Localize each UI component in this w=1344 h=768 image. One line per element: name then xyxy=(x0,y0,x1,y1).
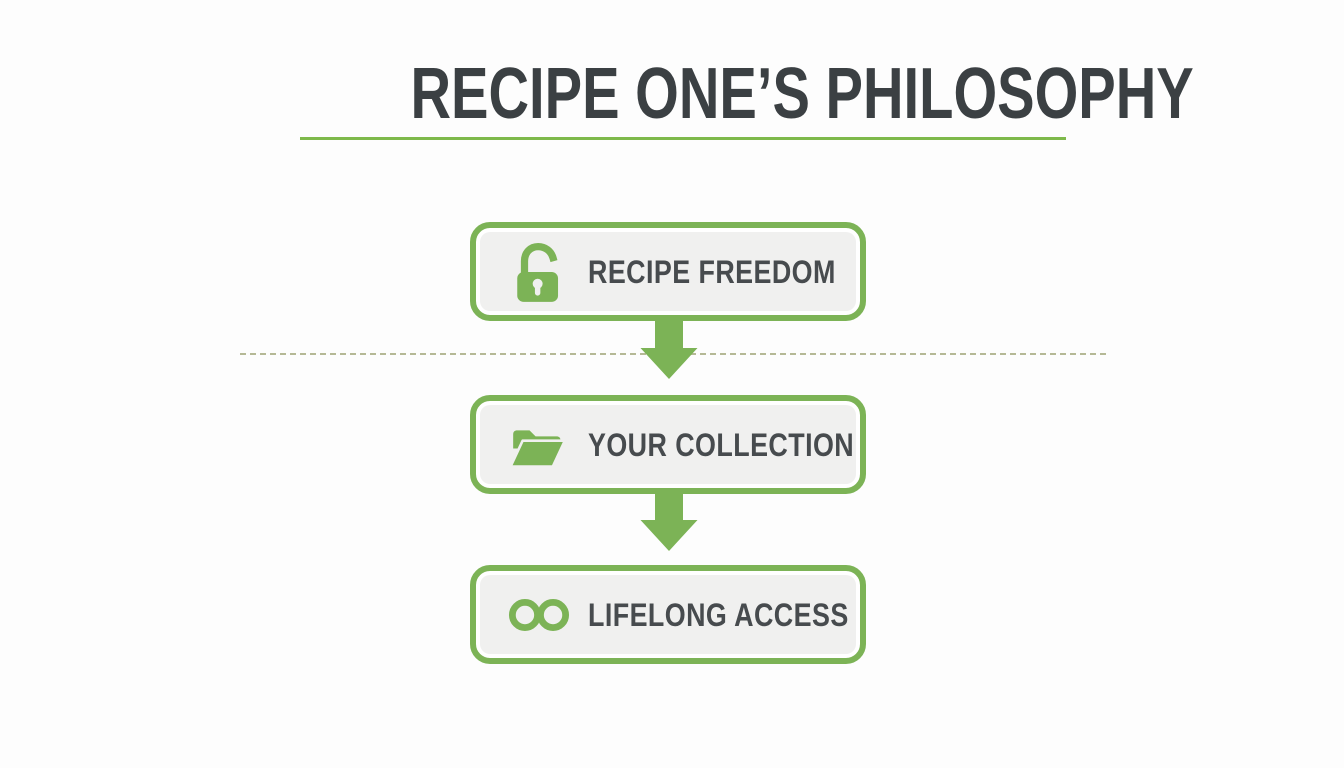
down-arrow-icon xyxy=(640,320,698,379)
step-box-your-collection: YOUR COLLECTION xyxy=(470,395,866,494)
title-underline xyxy=(300,137,1066,140)
page-title: RECIPE ONE’S PHILOSOPHY xyxy=(410,54,1194,134)
unlock-icon xyxy=(506,239,572,305)
step-label-lifelong-access: LIFELONG ACCESS xyxy=(588,596,849,633)
step-label-recipe-freedom: RECIPE FREEDOM xyxy=(588,253,836,290)
down-arrow-icon xyxy=(640,492,698,551)
infinity-icon xyxy=(506,595,572,635)
step-label-your-collection: YOUR COLLECTION xyxy=(588,426,855,463)
step-box-lifelong-access: LIFELONG ACCESS xyxy=(470,565,866,664)
header: RECIPE ONE’S PHILOSOPHY xyxy=(300,58,1193,130)
open-folder-icon xyxy=(506,417,572,473)
step-box-recipe-freedom: RECIPE FREEDOM xyxy=(470,222,866,321)
